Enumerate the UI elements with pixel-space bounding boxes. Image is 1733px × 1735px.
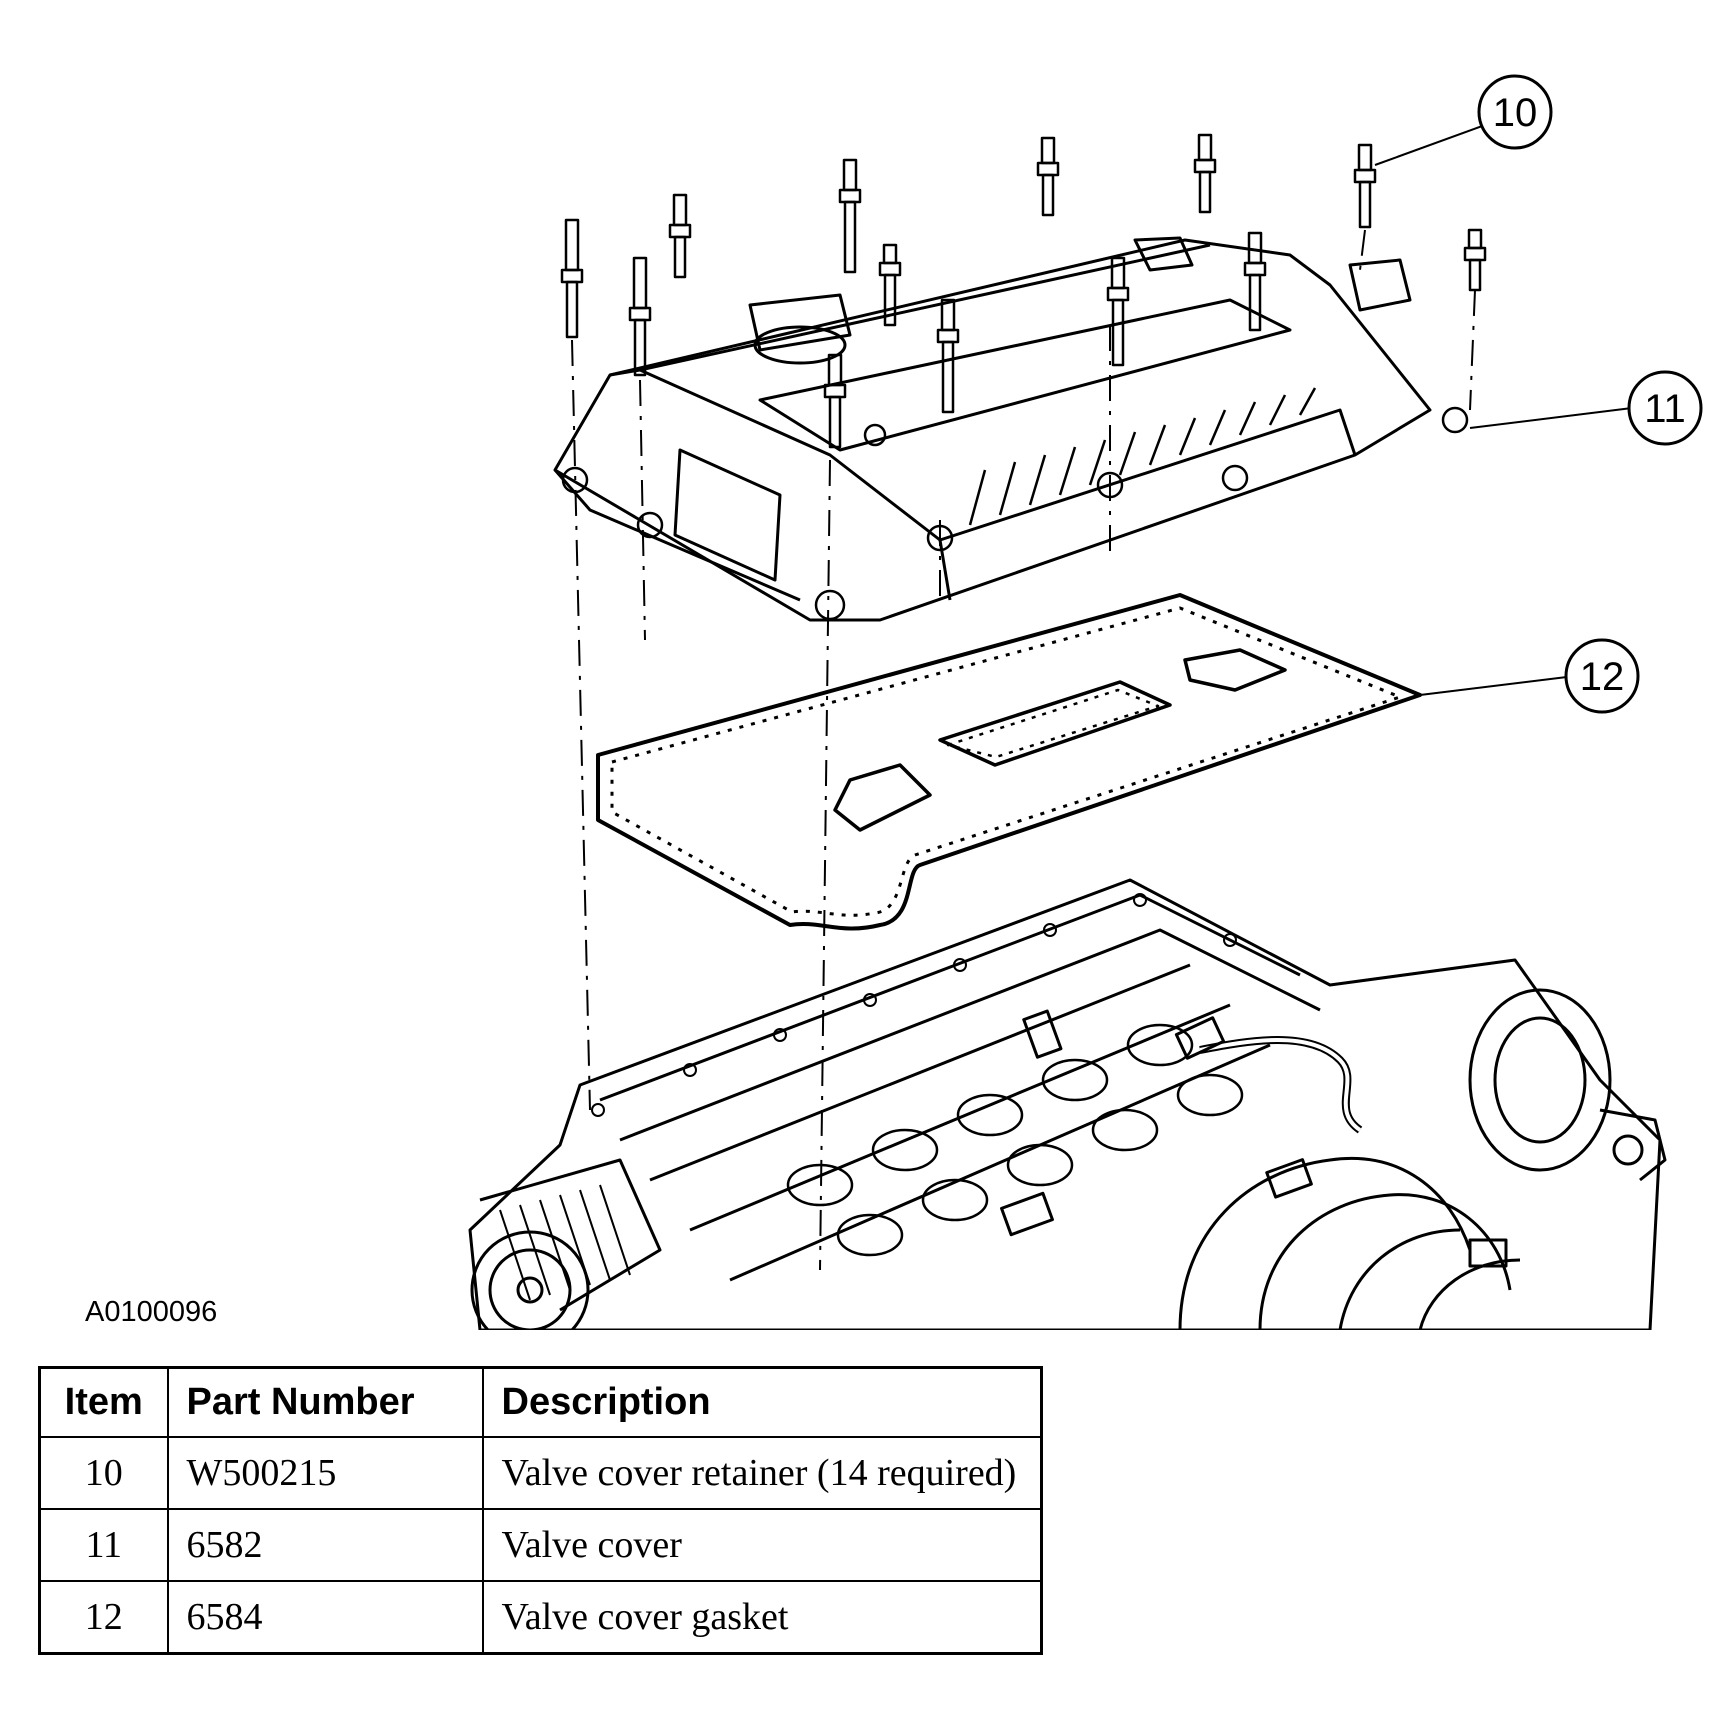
- valve-cover-illustration: [553, 236, 1469, 622]
- header-description: Description: [481, 1366, 1043, 1438]
- table-row: 11 6582 Valve cover: [38, 1508, 1043, 1582]
- callout-11: 11: [1627, 370, 1703, 446]
- cell-description: Valve cover: [481, 1508, 1043, 1582]
- table-header-row: Item Part Number Description: [38, 1366, 1043, 1438]
- exploded-view-diagram: 10 11 12: [468, 74, 1703, 1330]
- cell-item: 10: [38, 1436, 169, 1510]
- table-row: 12 6584 Valve cover gasket: [38, 1580, 1043, 1655]
- cell-part-number: 6582: [166, 1508, 484, 1582]
- header-item: Item: [38, 1366, 169, 1438]
- cell-description: Valve cover gasket: [481, 1580, 1043, 1655]
- cylinder-head-illustration: [468, 878, 1667, 1330]
- valve-cover-retainer-bolts: [560, 133, 1487, 449]
- cell-item: 11: [38, 1508, 169, 1582]
- table-row: 10 W500215 Valve cover retainer (14 requ…: [38, 1436, 1043, 1510]
- svg-text:11: 11: [1644, 387, 1686, 431]
- callout-12: 12: [1564, 638, 1640, 714]
- valve-cover-gasket-illustration: [596, 593, 1422, 931]
- cell-description: Valve cover retainer (14 required): [481, 1436, 1043, 1510]
- svg-text:12: 12: [1580, 655, 1625, 699]
- header-part-number: Part Number: [166, 1366, 484, 1438]
- callout-10: 10: [1477, 74, 1553, 150]
- callout-leaders: [1374, 124, 1633, 696]
- cell-item: 12: [38, 1580, 169, 1655]
- alignment-dashed-lines: [571, 229, 1476, 1271]
- figure-id: A0100096: [85, 1296, 218, 1328]
- cell-part-number: 6584: [166, 1580, 484, 1655]
- svg-text:10: 10: [1493, 91, 1538, 135]
- cell-part-number: W500215: [166, 1436, 484, 1510]
- parts-table: Item Part Number Description 10 W500215 …: [38, 1366, 1043, 1655]
